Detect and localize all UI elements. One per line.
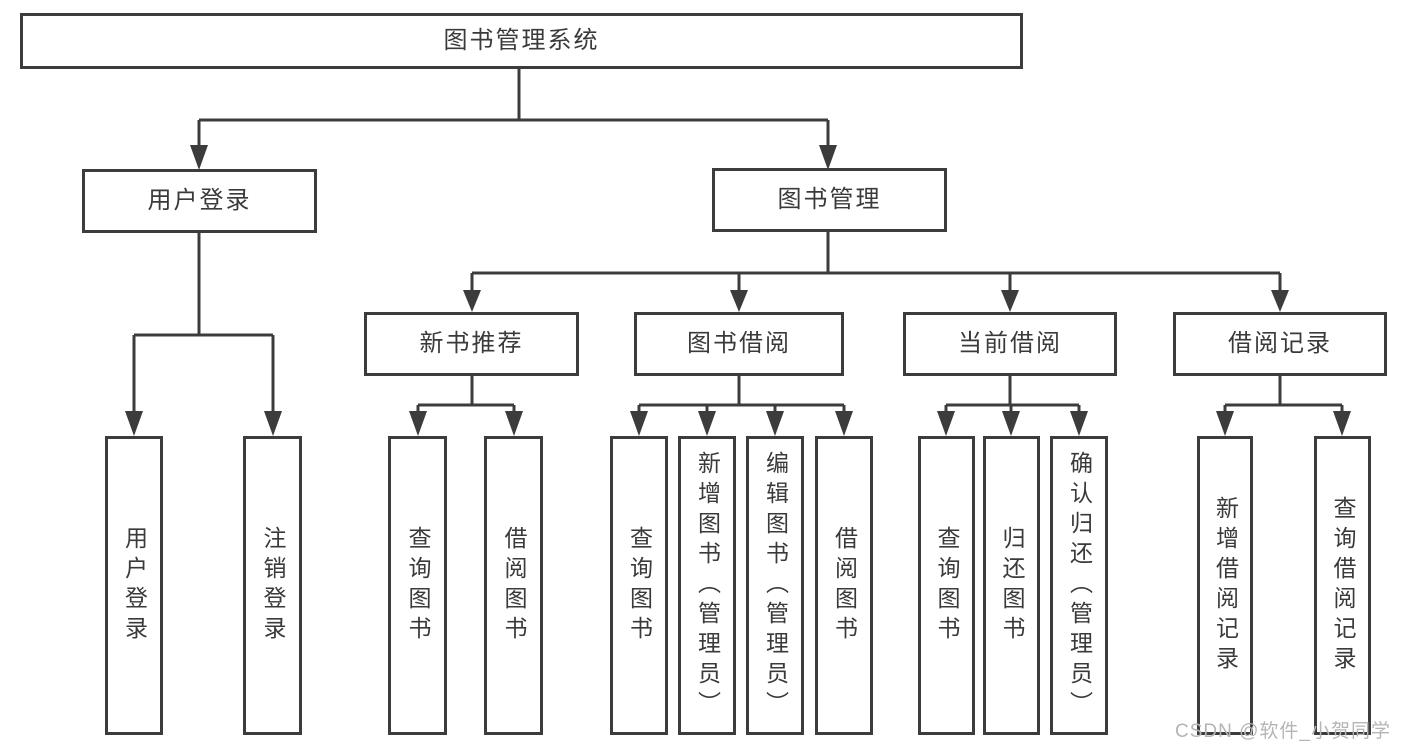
connector-user-login-to-children — [125, 233, 282, 436]
node-current-borrow-label: 当前借阅 — [958, 329, 1062, 357]
node-records-add-record-label: 新增借阅记录 — [1212, 495, 1239, 676]
connector-book-borrow-to-children — [630, 376, 853, 436]
connector-borrow-records-to-children — [1216, 376, 1351, 436]
node-borrow-records: 借阅记录 — [1173, 312, 1387, 376]
node-book-borrow: 图书借阅 — [634, 312, 844, 376]
connector-book-management-to-level3 — [463, 232, 1289, 312]
node-root: 图书管理系统 — [20, 13, 1023, 69]
node-borrow-edit-book-admin-label: 编辑图书（管理员） — [762, 450, 789, 721]
node-current-confirm-return-admin: 确认归还（管理员） — [1050, 436, 1108, 735]
node-recommend-borrow-book-label: 借阅图书 — [501, 525, 527, 646]
node-current-query-book-label: 查询图书 — [934, 525, 960, 646]
connector-root-to-level2 — [190, 69, 837, 170]
node-login: 用户登录 — [105, 436, 163, 735]
node-current-confirm-return-admin-label: 确认归还（管理员） — [1066, 450, 1093, 721]
connector-current-borrow-to-children — [937, 376, 1088, 436]
node-borrow-add-book-admin-label: 新增图书（管理员） — [694, 450, 721, 721]
node-logout: 注销登录 — [243, 436, 302, 735]
node-borrow-query-book-label: 查询图书 — [626, 525, 653, 646]
node-book-borrow-label: 图书借阅 — [687, 329, 791, 357]
node-current-query-book: 查询图书 — [918, 436, 975, 735]
node-borrow-records-label: 借阅记录 — [1228, 329, 1332, 357]
node-borrow-query-book: 查询图书 — [610, 436, 668, 735]
node-root-label: 图书管理系统 — [443, 26, 600, 54]
node-recommend-query-book-label: 查询图书 — [405, 525, 431, 646]
node-new-book-recommend-label: 新书推荐 — [419, 329, 524, 357]
node-current-return-book-label: 归还图书 — [999, 525, 1025, 646]
node-new-book-recommend: 新书推荐 — [364, 312, 579, 376]
node-current-return-book: 归还图书 — [983, 436, 1040, 735]
node-borrow-borrow-book-label: 借阅图书 — [831, 525, 858, 646]
node-records-add-record: 新增借阅记录 — [1197, 436, 1253, 735]
node-user-login-label: 用户登录 — [147, 186, 252, 214]
connector-new-book-recommend-to-children — [409, 376, 523, 436]
node-user-login: 用户登录 — [82, 169, 317, 233]
node-records-query-record-label: 查询借阅记录 — [1330, 495, 1356, 676]
node-recommend-query-book: 查询图书 — [388, 436, 447, 735]
node-logout-label: 注销登录 — [260, 525, 286, 646]
node-current-borrow: 当前借阅 — [903, 312, 1117, 376]
node-borrow-add-book-admin: 新增图书（管理员） — [678, 436, 736, 735]
node-records-query-record: 查询借阅记录 — [1314, 436, 1371, 735]
csdn-watermark: CSDN @软件_小贺同学 — [1175, 721, 1391, 742]
node-login-label: 用户登录 — [121, 525, 148, 646]
node-book-management: 图书管理 — [712, 168, 947, 232]
node-book-management-label: 图书管理 — [777, 185, 882, 213]
node-recommend-borrow-book: 借阅图书 — [484, 436, 543, 735]
node-borrow-borrow-book: 借阅图书 — [815, 436, 873, 735]
node-borrow-edit-book-admin: 编辑图书（管理员） — [746, 436, 804, 735]
